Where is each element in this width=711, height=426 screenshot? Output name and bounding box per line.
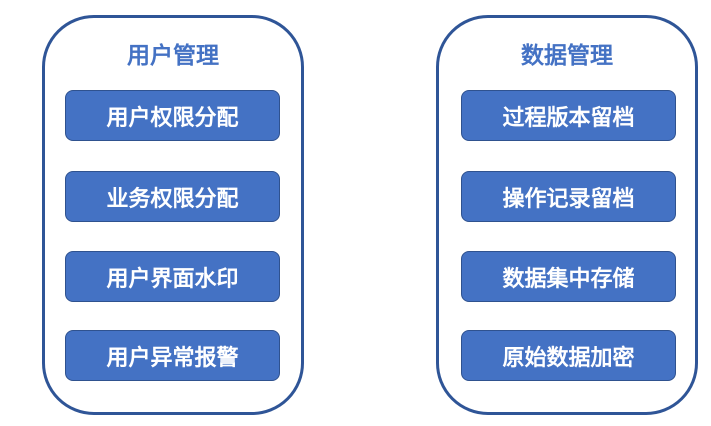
panel-title: 数据管理 xyxy=(521,43,613,69)
user-anomaly-alert-button[interactable]: 用户异常报警 xyxy=(65,330,280,381)
user-management-panel: 用户管理 用户权限分配 业务权限分配 用户界面水印 用户异常报警 xyxy=(42,15,304,415)
business-permission-button[interactable]: 业务权限分配 xyxy=(65,171,280,222)
version-archive-button[interactable]: 过程版本留档 xyxy=(461,90,676,141)
panel-title: 用户管理 xyxy=(127,43,219,69)
ui-watermark-button[interactable]: 用户界面水印 xyxy=(65,251,280,302)
data-encryption-button[interactable]: 原始数据加密 xyxy=(461,330,676,381)
centralized-storage-button[interactable]: 数据集中存储 xyxy=(461,251,676,302)
user-permission-button[interactable]: 用户权限分配 xyxy=(65,90,280,141)
data-management-panel: 数据管理 过程版本留档 操作记录留档 数据集中存储 原始数据加密 xyxy=(436,15,698,415)
operation-log-button[interactable]: 操作记录留档 xyxy=(461,171,676,222)
